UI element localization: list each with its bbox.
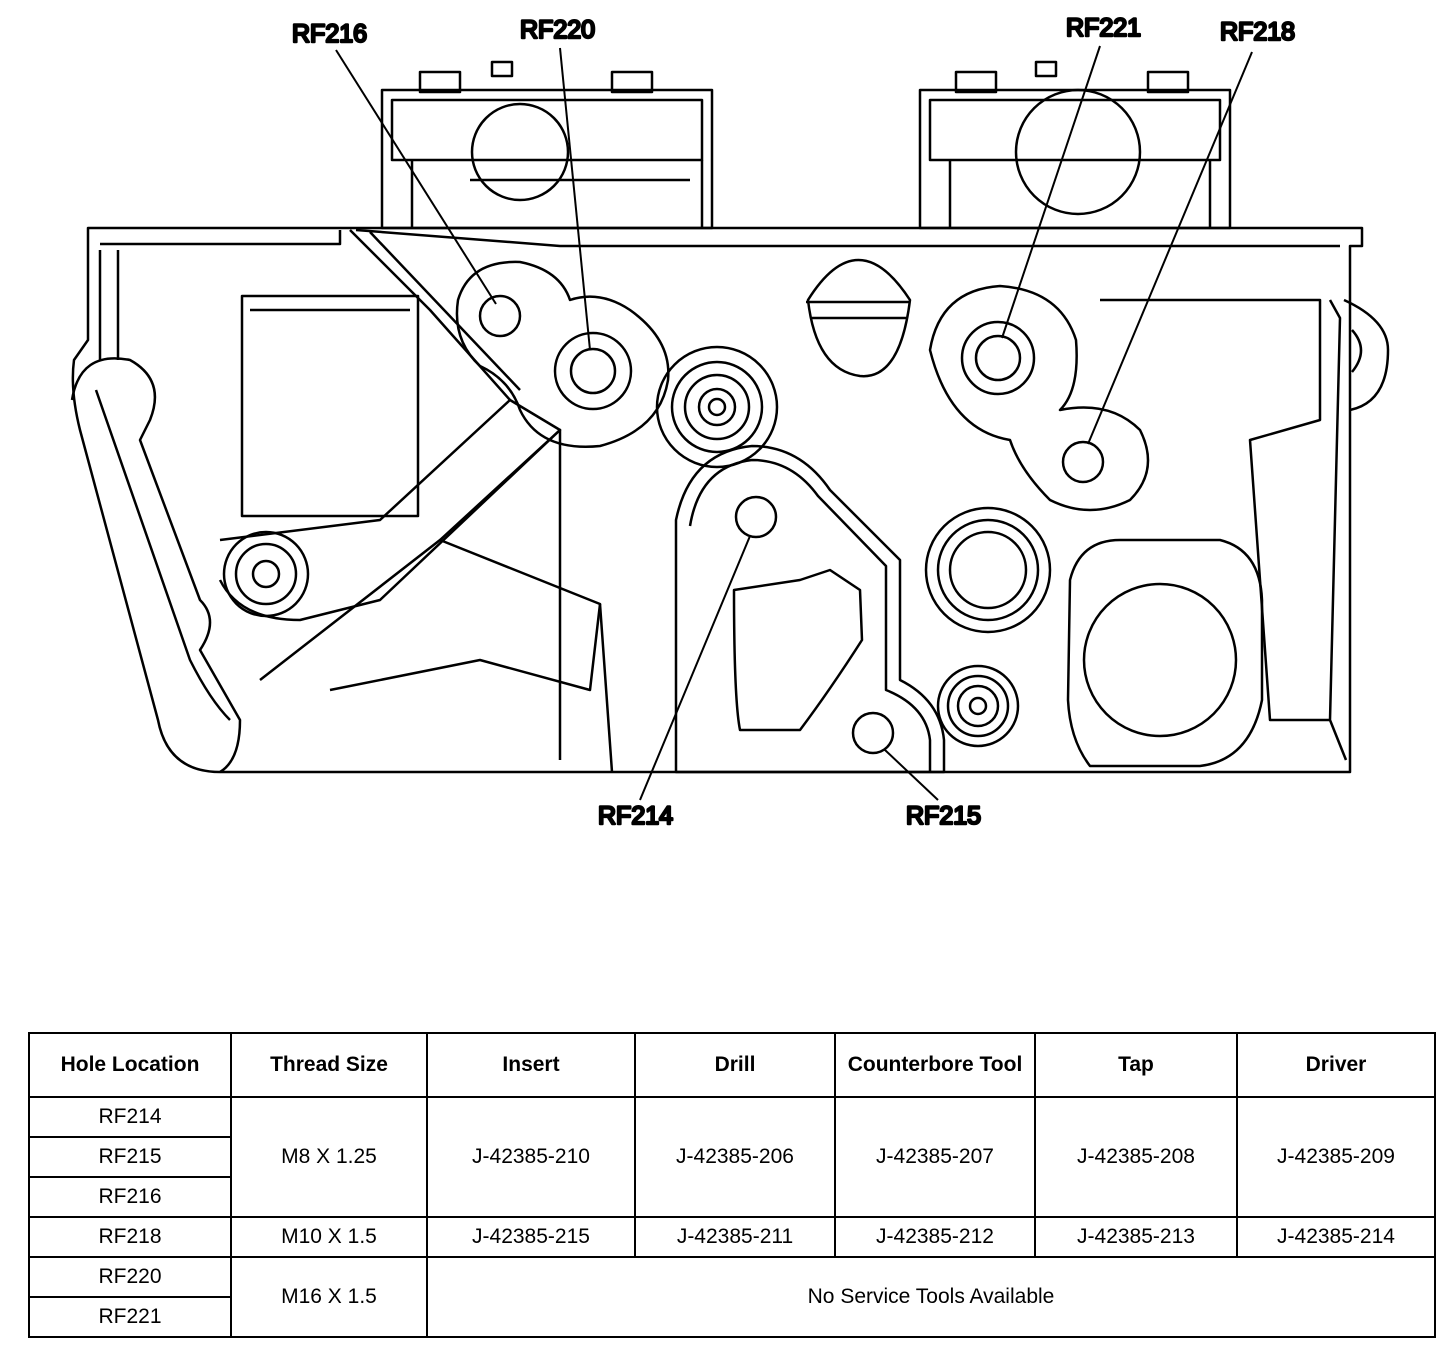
thread-size-cell: M16 X 1.5 — [230, 1256, 428, 1338]
thread-size-cell: M8 X 1.25 — [230, 1096, 428, 1218]
vent-opening — [806, 258, 912, 378]
header-hole-location: Hole Location — [28, 1032, 232, 1098]
center-bushing — [655, 345, 779, 469]
hole-rf215 — [851, 711, 895, 755]
cylinder-head-diagram: RF216 RF220 RF221 RF218 RF214 RF215 — [70, 13, 1390, 831]
cam-cap-right — [918, 60, 1232, 230]
label-rf214: RF214 — [598, 802, 673, 830]
hole-location-cell: RF218 — [28, 1216, 232, 1258]
label-rf215: RF215 — [906, 802, 981, 830]
center-lobe — [674, 444, 946, 774]
insert-cell: J-42385-215 — [426, 1216, 636, 1258]
leader-lines — [335, 45, 1253, 801]
table-header-row: Hole Location Thread Size Insert Drill C… — [28, 1032, 1436, 1098]
hole-rf218 — [1061, 440, 1105, 484]
header-drill: Drill — [634, 1032, 836, 1098]
service-tool-table: Hole Location Thread Size Insert Drill C… — [28, 1032, 1436, 1338]
header-driver: Driver — [1236, 1032, 1436, 1098]
label-rf221: RF221 — [1066, 14, 1141, 42]
hole-rf214 — [734, 495, 778, 539]
thread-size-cell: M10 X 1.5 — [230, 1216, 428, 1258]
table-row: RF220 M16 X 1.5 No Service Tools Availab… — [28, 1256, 1436, 1338]
hole-rf221 — [974, 334, 1022, 382]
table-row: RF218 M10 X 1.5 J-42385-215 J-42385-211 … — [28, 1216, 1436, 1258]
tap-cell: J-42385-213 — [1034, 1216, 1238, 1258]
rf221-rf218-boss — [928, 284, 1150, 512]
counterbore-cell: J-42385-207 — [834, 1096, 1036, 1218]
hole-rf216 — [478, 294, 522, 338]
head-body-outline — [71, 226, 1364, 774]
insert-cell: J-42385-210 — [426, 1096, 636, 1218]
hole-location-cell: RF215 — [28, 1136, 232, 1178]
driver-cell: J-42385-214 — [1236, 1216, 1436, 1258]
label-rf216: RF216 — [292, 20, 367, 48]
drill-cell: J-42385-211 — [634, 1216, 836, 1258]
rf216-rf220-boss — [455, 260, 670, 448]
hole-location-cell: RF216 — [28, 1176, 232, 1218]
header-insert: Insert — [426, 1032, 636, 1098]
driver-cell: J-42385-209 — [1236, 1096, 1436, 1218]
label-rf218: RF218 — [1220, 18, 1295, 46]
hole-rf220 — [569, 347, 617, 395]
table-row: RF221 — [28, 1296, 1435, 1338]
hole-location-cell: RF221 — [28, 1296, 232, 1338]
hole-location-cell: RF214 — [28, 1096, 232, 1138]
drill-cell: J-42385-206 — [634, 1096, 836, 1218]
counterbore-cell: J-42385-212 — [834, 1216, 1036, 1258]
table-row: RF216 — [28, 1176, 1435, 1218]
header-tap: Tap — [1034, 1032, 1238, 1098]
label-rf220: RF220 — [520, 16, 595, 44]
hole-location-cell: RF220 — [28, 1256, 232, 1298]
tap-cell: J-42385-208 — [1034, 1096, 1238, 1218]
header-counterbore-tool: Counterbore Tool — [834, 1032, 1036, 1098]
table-row: RF214 M8 X 1.25 J-42385-210 J-42385-206 … — [28, 1096, 1436, 1218]
header-thread-size: Thread Size — [230, 1032, 428, 1098]
table-row: RF215 — [28, 1136, 1435, 1178]
no-service-tools-note: No Service Tools Available — [426, 1256, 1436, 1338]
